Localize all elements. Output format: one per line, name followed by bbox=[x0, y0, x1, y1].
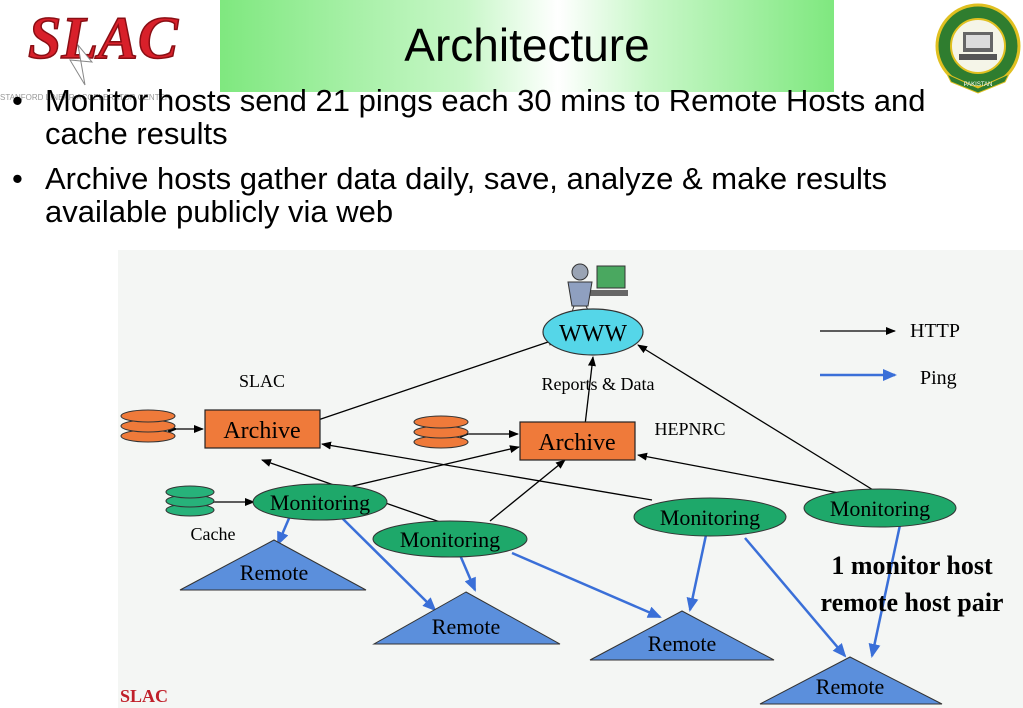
monitoring-node bbox=[372, 520, 528, 558]
monitoring-node bbox=[633, 497, 787, 537]
remote-label: Remote bbox=[240, 560, 308, 585]
bottom-slac-logo: SLAC bbox=[120, 686, 168, 706]
database-icon bbox=[120, 409, 176, 443]
bullet-list: •Monitor hosts send 21 pings each 30 min… bbox=[0, 84, 960, 240]
hepnrc-site-label: HEPNRC bbox=[654, 419, 725, 439]
www-label: WWW bbox=[559, 321, 627, 347]
note-line-1: 1 monitor host bbox=[831, 551, 993, 580]
monitoring-label: Monitoring bbox=[830, 496, 930, 521]
ping-connections bbox=[276, 515, 902, 658]
monitoring-node bbox=[252, 483, 388, 521]
slac-site-label: SLAC bbox=[239, 371, 285, 391]
slac-logo-caption: STANFORD LINEAR ACCELERATOR CENTER bbox=[0, 93, 171, 102]
archive-node-slac bbox=[204, 409, 321, 449]
reports-data-label: Reports & Data bbox=[542, 374, 655, 394]
monitoring-label: Monitoring bbox=[270, 490, 370, 515]
monitoring-label: Monitoring bbox=[400, 527, 500, 552]
remote-label: Remote bbox=[816, 674, 884, 699]
database-icon bbox=[413, 415, 469, 449]
note-line-2: remote host pair bbox=[821, 588, 1004, 617]
remote-label: Remote bbox=[648, 631, 716, 656]
university-seal-logo: PAKISTAN bbox=[935, 3, 1021, 94]
bullet-text: Monitor hosts send 21 pings each 30 mins… bbox=[45, 83, 926, 151]
seal-caption: PAKISTAN bbox=[964, 82, 993, 88]
bullet-item: •Monitor hosts send 21 pings each 30 min… bbox=[12, 83, 926, 151]
monitoring-node bbox=[803, 488, 957, 528]
slac-logo-text: SLAC bbox=[28, 5, 179, 71]
page-title: Architecture bbox=[404, 19, 650, 71]
remote-label: Remote bbox=[432, 614, 500, 639]
bullet-item: •Archive hosts gather data daily, save, … bbox=[12, 161, 888, 229]
archive-label: Archive bbox=[538, 430, 615, 456]
www-node bbox=[542, 308, 644, 356]
bullet-text: Archive hosts gather data daily, save, a… bbox=[45, 161, 888, 229]
user-computer-icon bbox=[567, 263, 628, 319]
cache-database-icon bbox=[165, 485, 215, 517]
archive-label: Archive bbox=[223, 418, 300, 444]
cache-label: Cache bbox=[191, 524, 236, 544]
title-band bbox=[220, 0, 834, 92]
legend-http-label: HTTP bbox=[910, 320, 960, 342]
archive-node-hepnrc bbox=[519, 421, 636, 461]
remote-node bbox=[179, 539, 367, 591]
legend: HTTP Ping bbox=[820, 320, 960, 389]
legend-ping-label: Ping bbox=[920, 367, 957, 389]
remote-node bbox=[759, 656, 943, 705]
remote-node bbox=[372, 591, 561, 645]
monitoring-label: Monitoring bbox=[660, 505, 760, 530]
remote-node bbox=[589, 610, 775, 661]
slac-logo: SLAC STANFORD LINEAR ACCELERATOR CENTER bbox=[0, 4, 180, 102]
